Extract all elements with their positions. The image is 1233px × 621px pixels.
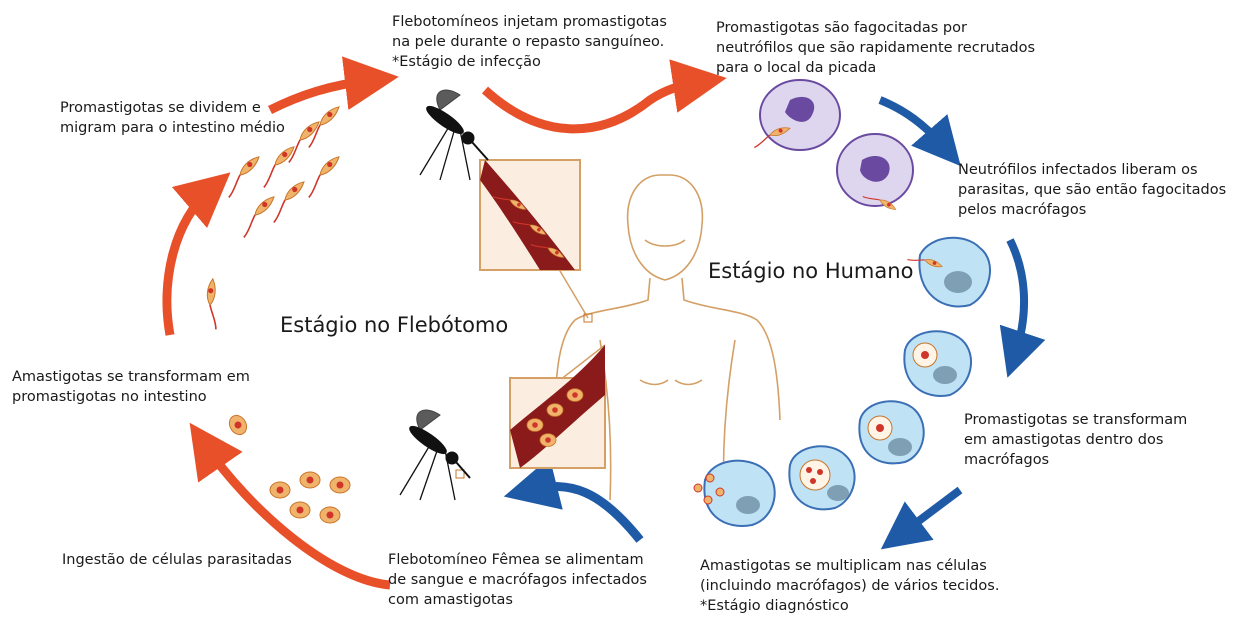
step-phagocytosis-neutrophils: Promastigotas são fagocitadas por neutró…: [716, 18, 1035, 78]
amastigote-gut: [226, 412, 250, 437]
arrow-feeding: [530, 487, 640, 540]
step-feeding: Flebotomíneo Fêmea se alimentam de sangu…: [388, 550, 647, 610]
blood-inset-feeding: [456, 345, 605, 478]
arrow-multiply: [900, 490, 960, 535]
arrow-transform-up: [167, 190, 210, 335]
neutrophil-1: [752, 80, 840, 150]
step-transform-amastigotes: Promastigotas se transformam em amastigo…: [964, 410, 1187, 470]
step-transform-promastigotes: Amastigotas se transformam em promastigo…: [12, 367, 250, 407]
macrophage-5: [694, 461, 775, 526]
step-injection: Flebotomíneos injetam promastigotas na p…: [392, 12, 667, 72]
stage-human-label: Estágio no Humano: [708, 258, 913, 284]
macrophage-2: [904, 331, 971, 396]
arrow-to-injection: [270, 80, 372, 110]
skin-inset-injection: [480, 160, 592, 322]
sandfly-bottom: [400, 410, 470, 500]
step-ingestion: Ingestão de células parasitadas: [62, 550, 292, 570]
promastigote-single: [198, 278, 228, 329]
ingested-cells: [270, 472, 350, 523]
step-multiplication: Amastigotas se multiplicam nas células (…: [700, 556, 999, 616]
macrophage-3: [859, 401, 923, 463]
stage-sandfly-label: Estágio no Flebótomo: [280, 312, 508, 338]
step-neutrophil-release: Neutrófilos infectados liberam os parasi…: [958, 160, 1226, 220]
arrow-injection-to-skin: [485, 82, 700, 129]
neutrophil-2: [837, 134, 913, 218]
macrophage-4: [789, 446, 854, 509]
arrow-release: [1010, 240, 1024, 355]
sandfly-top: [420, 90, 488, 180]
macrophage-1: [907, 238, 990, 307]
step-division-migration: Promastigotas se dividem e migram para o…: [60, 98, 285, 138]
